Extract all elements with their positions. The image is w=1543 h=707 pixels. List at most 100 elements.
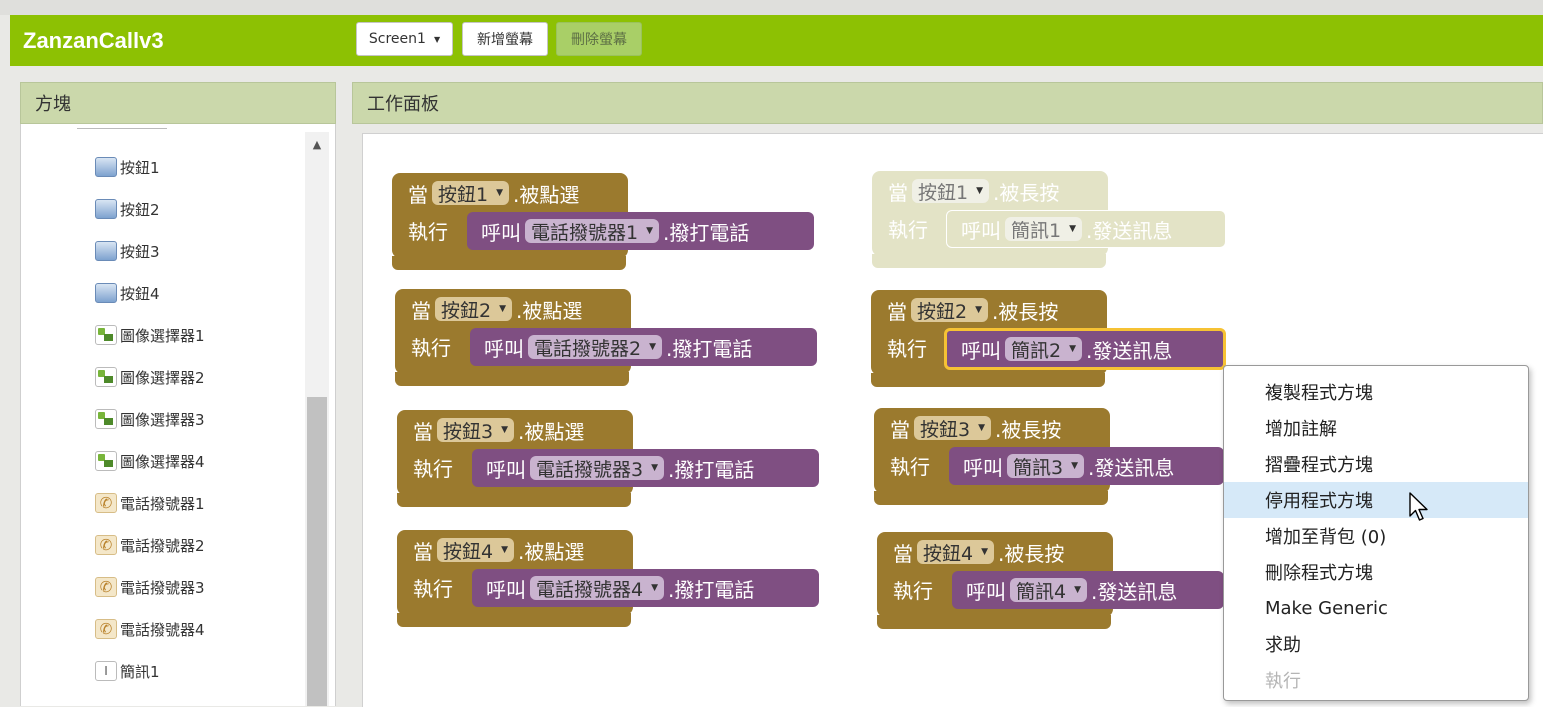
target-dropdown[interactable]: 簡訊4▼ <box>1010 578 1088 603</box>
component-dropdown[interactable]: 按鈕4▼ <box>917 540 995 565</box>
method-call-block[interactable]: 呼叫 電話撥號器4▼ .撥打電話 <box>472 569 819 607</box>
target-dropdown[interactable]: 簡訊3▼ <box>1007 454 1085 479</box>
event-block-tail <box>397 613 631 627</box>
target-dropdown[interactable]: 簡訊1▼ <box>1005 217 1083 242</box>
menu-item-disable-block[interactable]: 停用程式方塊 <box>1224 482 1528 518</box>
tree-scrollbar[interactable]: ▲ <box>305 132 329 706</box>
tree-item[interactable]: ✆電話撥號器1 <box>95 491 205 515</box>
do-label: 執行 <box>893 578 933 603</box>
tree-item-label: 電話撥號器2 <box>120 536 205 555</box>
add-screen-button[interactable]: 新增螢幕 <box>462 22 548 56</box>
menu-item-duplicate-block[interactable]: 複製程式方塊 <box>1265 383 1373 404</box>
event-block-longclick-4[interactable]: 當 按鈕4▼ .被長按 執行 呼叫 簡訊4▼ .發送訊息 <box>877 532 1224 629</box>
menu-item-add-to-backpack[interactable]: 增加至背包 (0) <box>1265 527 1387 548</box>
app-title: ZanzanCallv3 <box>23 28 164 53</box>
target-dropdown[interactable]: 電話撥號器4▼ <box>530 576 665 601</box>
phone-icon: ✆ <box>95 493 117 513</box>
component-dropdown[interactable]: 按鈕1▼ <box>912 179 990 204</box>
image-picker-icon <box>95 409 117 429</box>
tree-item[interactable]: 按鈕1 <box>95 155 160 179</box>
target-dropdown[interactable]: 電話撥號器3▼ <box>530 456 665 481</box>
scroll-up-icon[interactable]: ▲ <box>312 138 322 151</box>
window-top-strip <box>0 0 1543 15</box>
method-call-block[interactable]: 呼叫 簡訊3▼ .發送訊息 <box>949 447 1224 485</box>
tree-item-label: 圖像選擇器4 <box>120 452 205 471</box>
tree-item[interactable]: ✆電話撥號器4 <box>95 617 205 641</box>
menu-item-make-generic[interactable]: Make Generic <box>1265 597 1388 619</box>
workspace-header: 工作面板 <box>352 82 1543 124</box>
tree-item[interactable]: 圖像選擇器4 <box>95 449 205 473</box>
event-block-click-3[interactable]: 當 按鈕3▼ .被點選 執行 呼叫 電話撥號器3▼ .撥打電話 <box>397 410 819 507</box>
event-block-tail <box>871 373 1105 387</box>
call-label: 呼叫 <box>961 218 1001 243</box>
event-block-longclick-1-disabled[interactable]: 當 按鈕1▼ .被長按 執行 呼叫 簡訊1▼ .發送訊息 <box>872 171 1226 268</box>
method-call-block[interactable]: 呼叫 簡訊1▼ .發送訊息 <box>946 210 1226 248</box>
sms-icon: I <box>95 661 117 681</box>
dropdown-arrow-icon: ▼ <box>1069 224 1077 234</box>
component-dropdown[interactable]: 按鈕4▼ <box>437 538 515 563</box>
do-label: 執行 <box>888 217 928 242</box>
event-block-click-4[interactable]: 當 按鈕4▼ .被點選 執行 呼叫 電話撥號器4▼ .撥打電話 <box>397 530 819 627</box>
delete-screen-button[interactable]: 刪除螢幕 <box>556 22 642 56</box>
tree-item-label: 簡訊1 <box>120 662 160 681</box>
tree-item[interactable]: ✆電話撥號器3 <box>95 575 205 599</box>
method-name: .撥打電話 <box>668 577 755 602</box>
component-name: 按鈕1 <box>438 183 489 206</box>
component-dropdown[interactable]: 按鈕1▼ <box>432 181 510 206</box>
target-dropdown[interactable]: 電話撥號器1▼ <box>525 219 660 244</box>
tree-item-label: 圖像選擇器2 <box>120 368 205 387</box>
event-block-longclick-2[interactable]: 當 按鈕2▼ .被長按 執行 呼叫 簡訊2▼ .發送訊息 <box>871 290 1226 387</box>
tree-item-label: 電話撥號器1 <box>120 494 205 513</box>
menu-item-add-comment[interactable]: 增加註解 <box>1265 419 1337 440</box>
target-dropdown[interactable]: 電話撥號器2▼ <box>528 335 663 360</box>
do-label: 執行 <box>408 219 448 244</box>
when-label: 當 <box>890 417 910 442</box>
component-dropdown[interactable]: 按鈕2▼ <box>911 298 989 323</box>
do-label: 執行 <box>413 576 453 601</box>
tree-item[interactable]: 按鈕3 <box>95 239 160 263</box>
dropdown-arrow-icon: ▼ <box>1074 585 1082 595</box>
method-call-block[interactable]: 呼叫 簡訊4▼ .發送訊息 <box>952 571 1224 609</box>
dropdown-arrow-icon: ▼ <box>499 304 507 314</box>
tree-item[interactable]: ✆電話撥號器2 <box>95 533 205 557</box>
when-label: 當 <box>408 182 428 207</box>
tree-item[interactable]: 圖像選擇器1 <box>95 323 205 347</box>
call-label: 呼叫 <box>961 338 1001 363</box>
button-icon <box>95 199 117 219</box>
image-picker-icon <box>95 325 117 345</box>
target-name: 電話撥號器1 <box>531 221 639 244</box>
phone-icon: ✆ <box>95 577 117 597</box>
method-call-block[interactable]: 呼叫 電話撥號器2▼ .撥打電話 <box>470 328 817 366</box>
tree-item[interactable]: 圖像選擇器2 <box>95 365 205 389</box>
when-label: 當 <box>413 419 433 444</box>
dropdown-arrow-icon: ▼ <box>981 547 989 557</box>
call-label: 呼叫 <box>966 579 1006 604</box>
event-block-click-2[interactable]: 當 按鈕2▼ .被點選 執行 呼叫 電話撥號器2▼ .撥打電話 <box>395 289 817 386</box>
component-dropdown[interactable]: 按鈕3▼ <box>914 416 992 441</box>
event-name: .被點選 <box>518 419 585 444</box>
tree-item[interactable]: 按鈕2 <box>95 197 160 221</box>
component-name: 按鈕2 <box>441 299 492 322</box>
screen-select[interactable]: Screen1 ▼ <box>356 22 453 56</box>
tree-item[interactable]: 按鈕4 <box>95 281 160 305</box>
event-block-click-1[interactable]: 當 按鈕1▼ .被點選 執行 呼叫 電話撥號器1▼ .撥打電話 <box>392 173 814 270</box>
method-call-block-selected[interactable]: 呼叫 簡訊2▼ .發送訊息 <box>944 328 1226 370</box>
event-name: .被長按 <box>992 299 1059 324</box>
component-dropdown[interactable]: 按鈕2 ▼ <box>435 297 513 322</box>
dropdown-arrow-icon: ▼ <box>651 463 659 473</box>
component-dropdown[interactable]: 按鈕3▼ <box>437 418 515 443</box>
do-label: 執行 <box>413 456 453 481</box>
component-name: 按鈕3 <box>443 420 494 443</box>
method-name: .發送訊息 <box>1088 455 1175 480</box>
target-dropdown[interactable]: 簡訊2▼ <box>1005 337 1083 362</box>
menu-item-collapse-block[interactable]: 摺疊程式方塊 <box>1265 455 1373 476</box>
tree-item-label: 電話撥號器3 <box>120 578 205 597</box>
menu-item-help[interactable]: 求助 <box>1265 635 1301 656</box>
tree-item[interactable]: 圖像選擇器3 <box>95 407 205 431</box>
method-call-block[interactable]: 呼叫 電話撥號器3▼ .撥打電話 <box>472 449 819 487</box>
event-block-longclick-3[interactable]: 當 按鈕3▼ .被長按 執行 呼叫 簡訊3▼ .發送訊息 <box>874 408 1224 505</box>
menu-item-delete-block[interactable]: 刪除程式方塊 <box>1265 563 1373 584</box>
method-call-block[interactable]: 呼叫 電話撥號器1▼ .撥打電話 <box>467 212 814 250</box>
scrollbar-thumb[interactable] <box>307 397 327 706</box>
